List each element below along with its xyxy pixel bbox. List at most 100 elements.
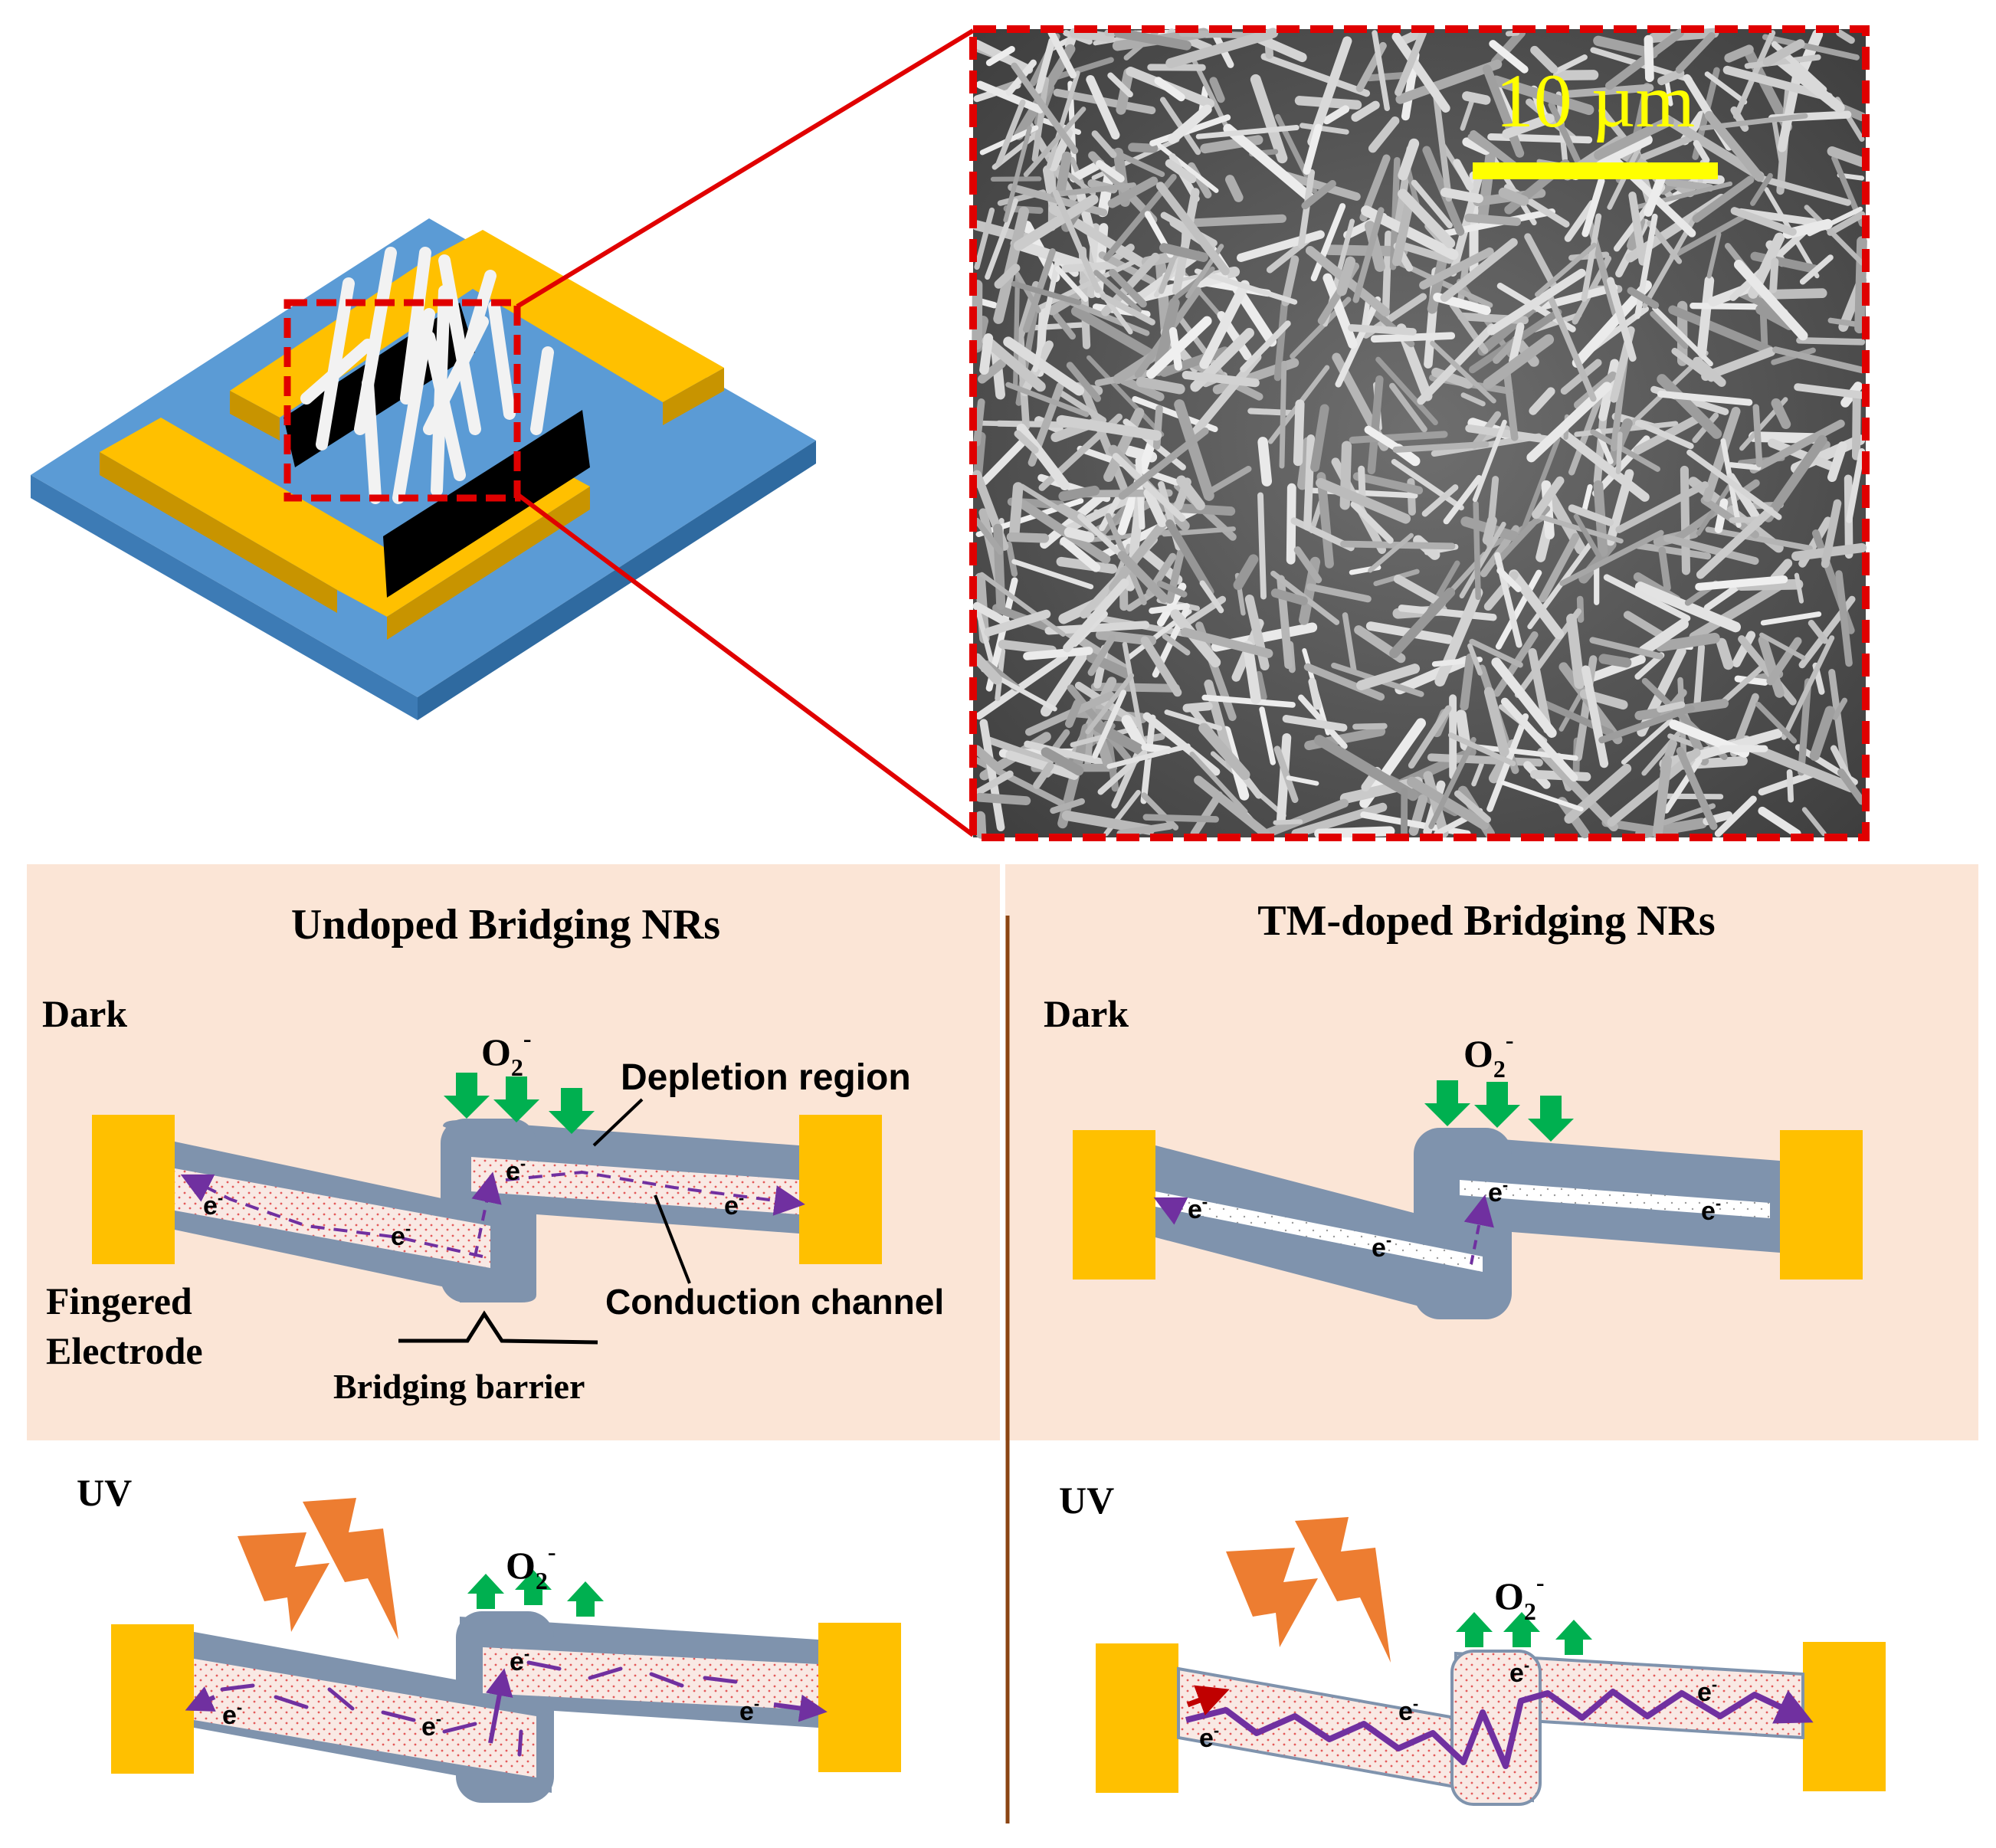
sem-rod xyxy=(1257,437,1273,487)
sem-rod xyxy=(1024,740,1109,767)
sem-rod xyxy=(972,601,1011,627)
sem-rod xyxy=(1112,453,1186,523)
electrode-right xyxy=(1803,1642,1886,1791)
sem-rod xyxy=(1046,70,1080,169)
sem-rod xyxy=(1548,101,1581,164)
sem-rod xyxy=(1680,465,1691,575)
label-dark-doped: Dark xyxy=(1044,992,1129,1035)
sem-rod xyxy=(1069,159,1105,183)
sem-rod xyxy=(1070,306,1155,359)
sem-rod xyxy=(1808,619,1829,644)
sem-rod xyxy=(1459,521,1506,599)
sem-rod xyxy=(1766,637,1802,686)
sem-rod xyxy=(1273,745,1299,803)
sem-rod xyxy=(1033,762,1054,789)
electrode-left xyxy=(111,1624,194,1774)
sem-rod xyxy=(1827,146,1867,167)
sem-rod xyxy=(1310,203,1346,282)
sem-rod xyxy=(1301,180,1336,210)
electron-path-bridge xyxy=(485,1668,513,1744)
sem-rod xyxy=(1730,207,1797,236)
sem-rod xyxy=(1389,157,1401,270)
sem-rod xyxy=(1142,814,1219,823)
sem-rod xyxy=(1322,105,1350,125)
sem-rod xyxy=(1180,627,1273,658)
electrode-front-side xyxy=(100,452,337,613)
sem-rod xyxy=(1836,29,1855,44)
sem-rod xyxy=(1065,699,1082,729)
sem-rod xyxy=(1581,213,1602,302)
sem-rod xyxy=(1724,44,1754,63)
sem-rod xyxy=(1122,641,1145,741)
sem-nanorods xyxy=(972,28,1867,839)
oxygen-arrows-down xyxy=(1424,1080,1574,1142)
sem-rod xyxy=(1443,475,1483,525)
sem-rod xyxy=(1109,148,1165,178)
sem-rod xyxy=(1663,757,1703,814)
sem-rod xyxy=(1490,75,1595,116)
sem-rod xyxy=(1752,404,1763,467)
sem-rod xyxy=(1176,475,1205,511)
sem-rod xyxy=(1339,776,1423,804)
sem-rod xyxy=(985,45,1015,67)
sem-rod xyxy=(1199,280,1250,369)
sem-rod xyxy=(1539,532,1580,603)
sem-rod xyxy=(973,770,1014,797)
sem-rod xyxy=(974,604,995,665)
electrode-right xyxy=(799,1115,882,1264)
sem-rod xyxy=(1749,419,1845,473)
sem-rod xyxy=(1421,484,1459,517)
sem-rod xyxy=(1031,77,1050,162)
sem-rod xyxy=(1760,611,1822,626)
sem-rod xyxy=(1058,485,1100,502)
sem-rod xyxy=(1657,390,1753,406)
seed-layer-front xyxy=(383,410,590,598)
sem-rod xyxy=(974,207,995,270)
nanorods xyxy=(300,247,554,504)
electron-path-right xyxy=(505,1170,805,1216)
electrode-label-line1: Fingered xyxy=(46,1280,192,1322)
electrode-left xyxy=(1073,1130,1155,1280)
sem-rod xyxy=(1621,718,1673,765)
conduction-channel-left xyxy=(194,1659,536,1778)
channel-left-narrow xyxy=(1155,1191,1483,1272)
sem-rod xyxy=(1500,780,1584,812)
electrode-left xyxy=(92,1115,175,1264)
sem-rod xyxy=(1565,84,1654,98)
sem-rod xyxy=(972,745,1002,772)
sem-rod xyxy=(1293,546,1322,584)
sem-rod xyxy=(1794,383,1866,399)
sem-rod xyxy=(1809,706,1835,762)
sem-rod xyxy=(1291,802,1388,838)
sem-rod xyxy=(1519,437,1561,536)
sem-rod xyxy=(1391,195,1414,267)
sem-rod xyxy=(1493,338,1518,364)
oxygen-label: O2- xyxy=(506,1538,556,1594)
highlight-box xyxy=(284,299,521,502)
sem-rod xyxy=(1758,806,1801,838)
sem-rod xyxy=(1154,77,1185,102)
sem-rod xyxy=(1623,611,1669,641)
conduction-channel-left xyxy=(175,1168,490,1268)
sem-rod xyxy=(1195,125,1300,139)
uv-bolt-icon-2 xyxy=(303,1498,398,1640)
sem-rod xyxy=(1454,790,1491,823)
sem-rod xyxy=(1762,39,1805,67)
sem-rod xyxy=(1063,578,1129,653)
sem-rod xyxy=(1706,231,1722,279)
electron-labels: e- e- e- e- xyxy=(1199,1656,1717,1753)
depletion-pointer xyxy=(592,1098,644,1147)
sem-rod xyxy=(975,792,1031,805)
sem-rod xyxy=(1389,382,1427,433)
electrode-label-line2: Electrode xyxy=(46,1329,203,1372)
sem-rod xyxy=(972,653,1002,685)
sem-rod xyxy=(1199,580,1224,614)
sem-rod xyxy=(1846,448,1866,523)
sem-rod xyxy=(1348,324,1417,336)
sem-rod xyxy=(1064,298,1150,336)
sem-rod xyxy=(1372,30,1391,112)
sem-rod xyxy=(1754,174,1851,206)
sem-rod xyxy=(1536,513,1624,544)
sem-rod xyxy=(1162,633,1191,656)
